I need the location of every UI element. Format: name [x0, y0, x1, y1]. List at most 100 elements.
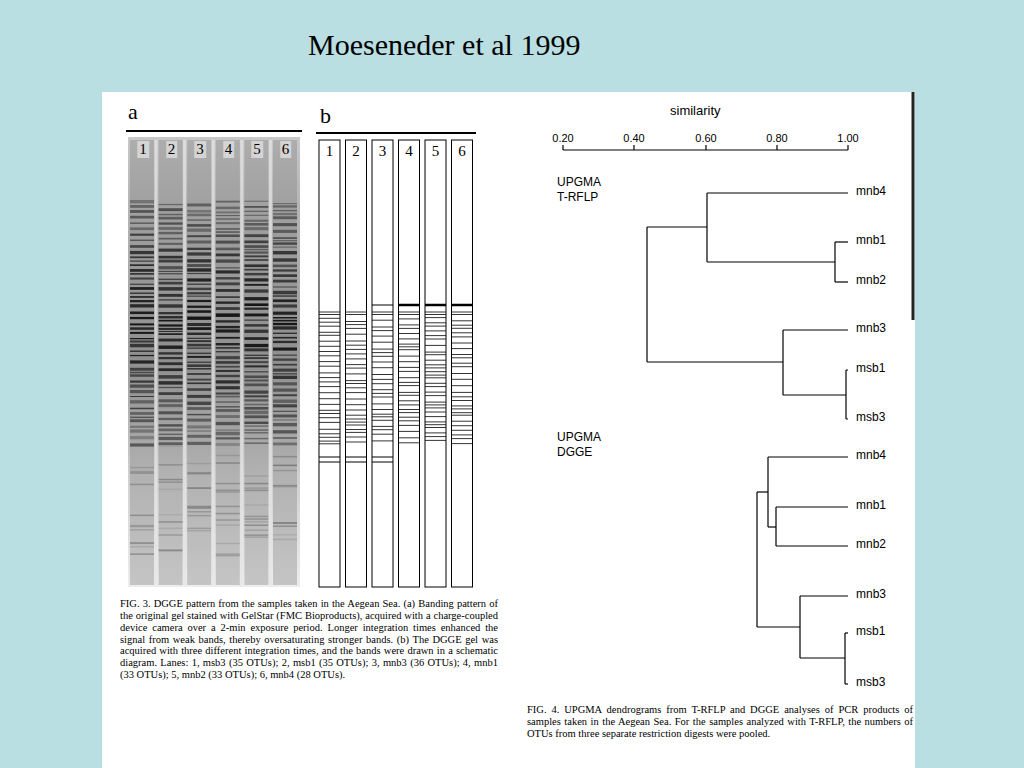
gel-band [159, 227, 183, 230]
schematic-band [319, 404, 340, 405]
gel-band [216, 215, 240, 216]
gel-band [130, 296, 154, 298]
gel-band [216, 432, 240, 436]
gel-band [216, 386, 240, 389]
gel-band [187, 395, 211, 398]
gel-band [273, 364, 297, 366]
gel-lane [187, 140, 211, 585]
schematic-band [452, 412, 473, 413]
gel-band [216, 307, 240, 310]
gel-band [159, 238, 183, 240]
schematic-band [319, 433, 340, 434]
schematic-band [372, 374, 393, 375]
gel-band [187, 306, 211, 308]
gel-band [244, 380, 268, 382]
gel-band [244, 407, 268, 410]
schematic-band [319, 322, 340, 323]
gel-band [244, 348, 268, 351]
schematic-band [319, 437, 340, 438]
gel-band [187, 362, 211, 363]
gel-band [273, 341, 297, 343]
gel-smear [244, 518, 268, 520]
gel-band [130, 300, 154, 302]
gel-band [187, 219, 211, 221]
gel-band [130, 273, 154, 275]
schematic-band [319, 429, 340, 430]
sample-label: mnb1 [856, 499, 886, 512]
gel-smear [159, 528, 183, 530]
schematic-band [452, 348, 473, 349]
gel-band [159, 362, 183, 365]
schematic-band [425, 383, 446, 384]
schematic-band [319, 366, 340, 367]
schematic-band [399, 346, 420, 347]
gel-band [159, 232, 183, 234]
panel-rule [126, 130, 302, 132]
gel-band [244, 234, 268, 237]
schematic-band [319, 332, 340, 333]
gel-band [244, 273, 268, 276]
gel-band [273, 394, 297, 396]
schematic-band [346, 383, 367, 384]
schematic-band [319, 413, 340, 414]
gel-band [273, 295, 297, 297]
gel-band [130, 355, 154, 356]
gel-smear [159, 521, 183, 523]
schematic-band [399, 356, 420, 357]
schematic-band [319, 462, 340, 463]
schematic-band [372, 314, 393, 315]
schematic-band [399, 382, 420, 383]
gel-band [159, 368, 183, 371]
schematic-band [319, 372, 340, 373]
schematic-band [372, 362, 393, 363]
gel-smear [244, 530, 268, 532]
schematic-band [399, 312, 420, 313]
gel-band [130, 293, 154, 294]
method-label: T-RFLP [557, 191, 598, 204]
gel-smear [244, 516, 268, 518]
gel-band [159, 392, 183, 395]
gel-band [187, 300, 211, 302]
schematic-band [346, 410, 367, 411]
schematic-band [399, 367, 420, 368]
gel-smear [187, 488, 211, 490]
schematic-band [346, 419, 367, 420]
schematic-band [399, 361, 420, 362]
gel-band [244, 264, 268, 267]
gel-smear [244, 521, 268, 523]
gel-band [159, 217, 183, 220]
scan-edge [912, 92, 915, 320]
gel-band [130, 240, 154, 241]
gel-band [130, 327, 154, 330]
gel-band [273, 355, 297, 356]
schematic-band [346, 387, 367, 388]
schematic-band [425, 339, 446, 340]
gel-band [130, 408, 154, 410]
axis-title: similarity [670, 104, 721, 118]
gel-band [216, 329, 240, 332]
gel-band [187, 310, 211, 313]
gel-band [273, 373, 297, 374]
gel-band [244, 443, 268, 444]
gel-band [244, 357, 268, 359]
schematic-lane [346, 140, 367, 587]
gel-band [244, 255, 268, 257]
gel-band [244, 399, 268, 401]
gel-band [187, 224, 211, 227]
schematic-band [399, 324, 420, 325]
gel-band [159, 331, 183, 332]
schematic-band [399, 385, 420, 386]
schematic-lane [452, 140, 473, 587]
gel-band [244, 425, 268, 427]
gel-lane [273, 140, 297, 585]
schematic-band [346, 349, 367, 350]
gel-band [216, 218, 240, 219]
gel-smear [273, 522, 297, 524]
gel-band [273, 274, 297, 277]
gel-band [159, 279, 183, 281]
schematic-band [372, 336, 393, 337]
gel-band [244, 415, 268, 418]
sample-label: mnb3 [856, 588, 886, 601]
schematic-band [372, 330, 393, 331]
lane-number: 5 [432, 143, 440, 160]
